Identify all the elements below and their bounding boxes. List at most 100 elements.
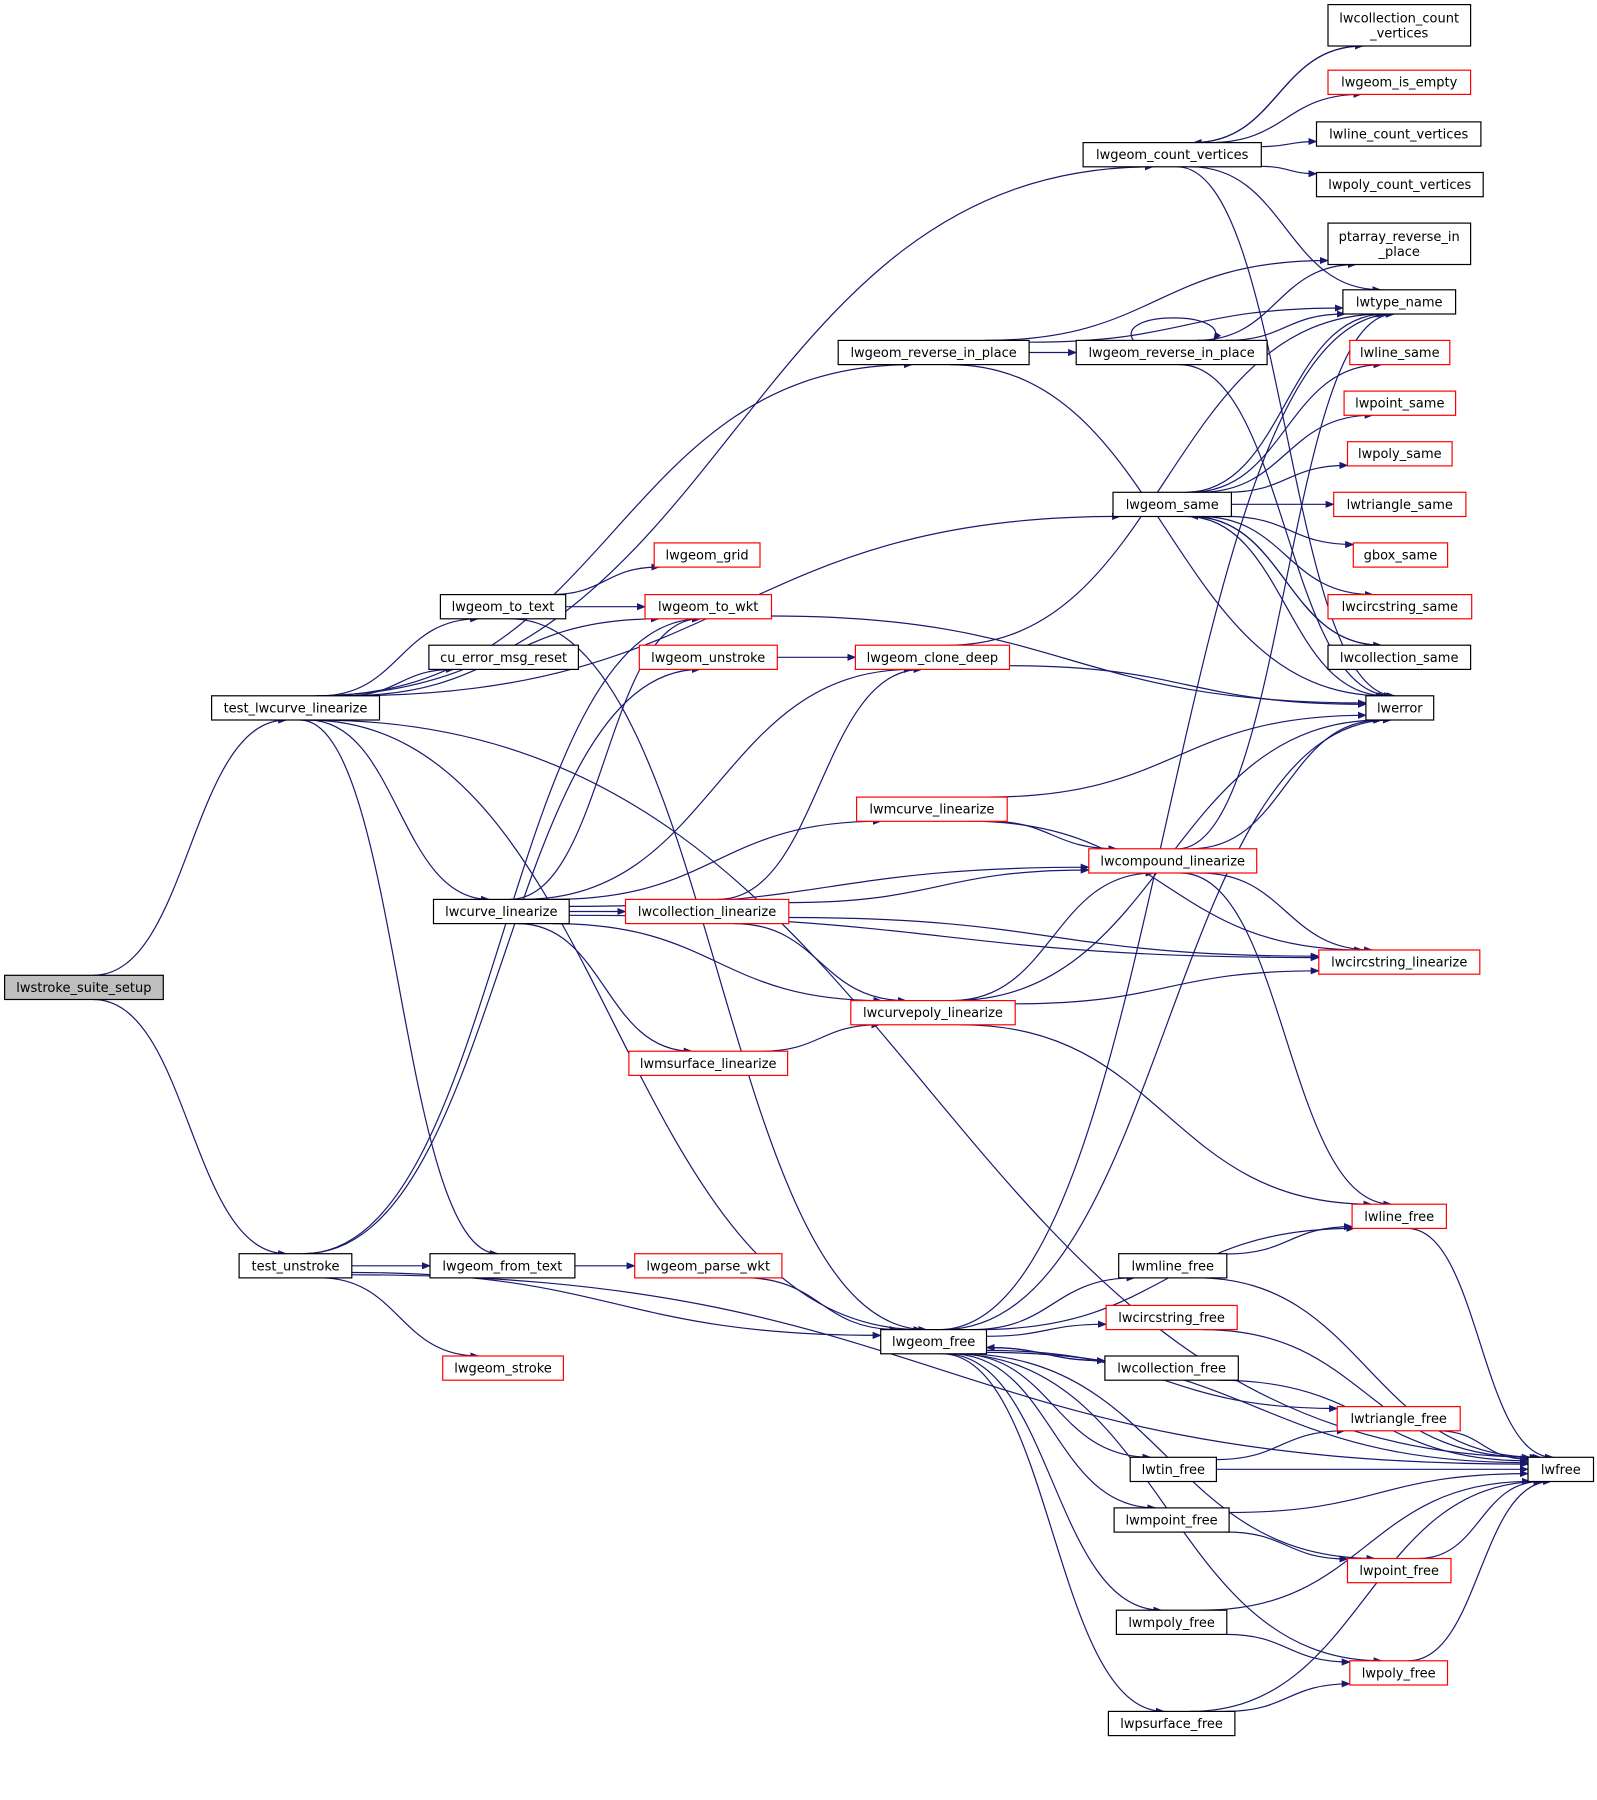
node-box[interactable] xyxy=(1105,1304,1238,1331)
node-box[interactable] xyxy=(1365,695,1435,721)
node-box[interactable] xyxy=(880,1328,988,1355)
node-lwcollection-linearize[interactable]: lwcollection_linearize xyxy=(624,898,790,925)
node-lwmcurve-linearize[interactable]: lwmcurve_linearize xyxy=(855,796,1008,822)
node-lwtriangle-free[interactable]: lwtriangle_free xyxy=(1336,1405,1461,1432)
node-lwtin-free[interactable]: lwtin_free xyxy=(1129,1456,1217,1483)
node-box[interactable] xyxy=(1343,390,1457,416)
node-box[interactable] xyxy=(624,898,790,925)
node-box[interactable] xyxy=(429,1253,576,1279)
node-lwline-count-vertices[interactable]: lwline_count_vertices xyxy=(1315,121,1482,147)
node-box[interactable] xyxy=(1082,142,1262,168)
node-box[interactable] xyxy=(428,644,579,671)
node-lwgeom-to-text[interactable]: lwgeom_to_text xyxy=(439,593,567,620)
node-lwmline-free[interactable]: lwmline_free xyxy=(1118,1253,1228,1279)
node-box[interactable] xyxy=(1527,1456,1595,1483)
node-lwpoly-count-vertices[interactable]: lwpoly_count_vertices xyxy=(1315,171,1484,198)
node-lwgeom-parse-wkt[interactable]: lwgeom_parse_wkt xyxy=(634,1253,783,1279)
node-box[interactable] xyxy=(442,1355,565,1381)
node-lwgeom-to-wkt[interactable]: lwgeom_to_wkt xyxy=(644,593,773,620)
node-lwpoint-free[interactable]: lwpoint_free xyxy=(1346,1557,1452,1584)
node-box[interactable] xyxy=(1327,3,1472,47)
node-box[interactable] xyxy=(1112,491,1233,518)
node-lwpsurface-free[interactable]: lwpsurface_free xyxy=(1107,1710,1236,1737)
node-box[interactable] xyxy=(1075,339,1268,366)
node-lwpoly-free[interactable]: lwpoly_free xyxy=(1349,1660,1449,1686)
node-box[interactable] xyxy=(1351,1203,1447,1229)
node-lwgeom-reverse-in-place-1[interactable]: lwgeom_reverse_in_place xyxy=(837,339,1030,366)
node-box[interactable] xyxy=(644,593,773,620)
node-lwgeom-from-text[interactable]: lwgeom_from_text xyxy=(429,1253,576,1279)
node-box[interactable] xyxy=(1315,171,1484,198)
node-lwgeom-is-empty[interactable]: lwgeom_is_empty xyxy=(1327,69,1472,95)
node-box[interactable] xyxy=(1346,1557,1452,1584)
node-lwcurve-linearize[interactable]: lwcurve_linearize xyxy=(432,898,570,925)
node-lwpoint-same[interactable]: lwpoint_same xyxy=(1343,390,1457,416)
node-lwtriangle-same[interactable]: lwtriangle_same xyxy=(1333,491,1467,518)
node-lwmpoly-free[interactable]: lwmpoly_free xyxy=(1115,1609,1228,1635)
node-box[interactable] xyxy=(1318,949,1481,975)
node-box[interactable] xyxy=(1088,848,1258,874)
node-box[interactable] xyxy=(634,1253,783,1279)
node-box[interactable] xyxy=(837,339,1030,366)
node-box[interactable] xyxy=(1327,644,1472,671)
node-box[interactable] xyxy=(1327,593,1473,620)
node-box[interactable] xyxy=(1333,491,1467,518)
node-box[interactable] xyxy=(854,644,1011,671)
node-box[interactable] xyxy=(1336,1405,1461,1432)
node-lwcircstring-linearize[interactable]: lwcircstring_linearize xyxy=(1318,949,1481,975)
node-box[interactable] xyxy=(628,1050,789,1076)
node-lwstroke-suite-setup[interactable]: lwstroke_suite_setup xyxy=(3,974,164,1001)
node-lwcircstring-free[interactable]: lwcircstring_free xyxy=(1105,1304,1238,1331)
node-lwcompound-linearize[interactable]: lwcompound_linearize xyxy=(1088,848,1258,874)
node-lwmsurface-linearize[interactable]: lwmsurface_linearize xyxy=(628,1050,789,1076)
node-box[interactable] xyxy=(1129,1456,1217,1483)
node-lwtype-name[interactable]: lwtype_name xyxy=(1342,289,1457,315)
node-lwgeom-grid[interactable]: lwgeom_grid xyxy=(653,542,761,568)
node-box[interactable] xyxy=(238,1253,353,1279)
node-lwgeom-count-vertices[interactable]: lwgeom_count_vertices xyxy=(1082,142,1262,168)
node-lwfree[interactable]: lwfree xyxy=(1527,1456,1595,1483)
node-lwcollection-free[interactable]: lwcollection_free xyxy=(1104,1355,1239,1381)
node-lwgeom-reverse-in-place-2[interactable]: lwgeom_reverse_in_place xyxy=(1075,339,1268,366)
node-lwerror[interactable]: lwerror xyxy=(1365,695,1435,721)
node-box[interactable] xyxy=(1342,289,1457,315)
node-box[interactable] xyxy=(1115,1609,1228,1635)
node-box[interactable] xyxy=(653,542,761,568)
node-box[interactable] xyxy=(439,593,567,620)
node-box[interactable] xyxy=(855,796,1008,822)
node-ptarray-reverse-in-place[interactable]: ptarray_reverse_in_place xyxy=(1327,222,1472,266)
node-box[interactable] xyxy=(1107,1710,1236,1737)
node-box[interactable] xyxy=(1104,1355,1239,1381)
node-lwmpoint-free[interactable]: lwmpoint_free xyxy=(1113,1507,1230,1533)
node-lwcircstring-same[interactable]: lwcircstring_same xyxy=(1327,593,1473,620)
node-box[interactable] xyxy=(211,695,381,721)
node-lwline-free[interactable]: lwline_free xyxy=(1351,1203,1447,1229)
node-lwcollection-same[interactable]: lwcollection_same xyxy=(1327,644,1472,671)
node-test-unstroke[interactable]: test_unstroke xyxy=(238,1253,353,1279)
node-lwgeom-clone-deep[interactable]: lwgeom_clone_deep xyxy=(854,644,1011,671)
node-box[interactable] xyxy=(432,898,570,925)
node-test-lwcurve-linearize[interactable]: test_lwcurve_linearize xyxy=(211,695,381,721)
node-lwcollection-count-vertices[interactable]: lwcollection_count_vertices xyxy=(1327,3,1472,47)
node-lwline-same[interactable]: lwline_same xyxy=(1349,339,1451,366)
node-gbox-same[interactable]: gbox_same xyxy=(1352,542,1449,568)
node-lwpoly-same[interactable]: lwpoly_same xyxy=(1346,441,1453,467)
node-box[interactable] xyxy=(3,974,164,1001)
node-box[interactable] xyxy=(1113,1507,1230,1533)
node-box[interactable] xyxy=(1315,121,1482,147)
node-box[interactable] xyxy=(1352,542,1449,568)
node-box[interactable] xyxy=(850,999,1016,1026)
node-lwgeom-free[interactable]: lwgeom_free xyxy=(880,1328,988,1355)
node-cu-error-msg-reset[interactable]: cu_error_msg_reset xyxy=(428,644,579,671)
node-lwgeom-unstroke[interactable]: lwgeom_unstroke xyxy=(638,644,778,671)
node-box[interactable] xyxy=(1346,441,1453,467)
node-box[interactable] xyxy=(1327,69,1472,95)
node-box[interactable] xyxy=(638,644,778,671)
node-lwcurvepoly-linearize[interactable]: lwcurvepoly_linearize xyxy=(850,999,1016,1026)
node-lwgeom-same[interactable]: lwgeom_same xyxy=(1112,491,1233,518)
node-box[interactable] xyxy=(1327,222,1472,266)
node-box[interactable] xyxy=(1118,1253,1228,1279)
node-lwgeom-stroke[interactable]: lwgeom_stroke xyxy=(442,1355,565,1381)
node-box[interactable] xyxy=(1349,339,1451,366)
node-box[interactable] xyxy=(1349,1660,1449,1686)
